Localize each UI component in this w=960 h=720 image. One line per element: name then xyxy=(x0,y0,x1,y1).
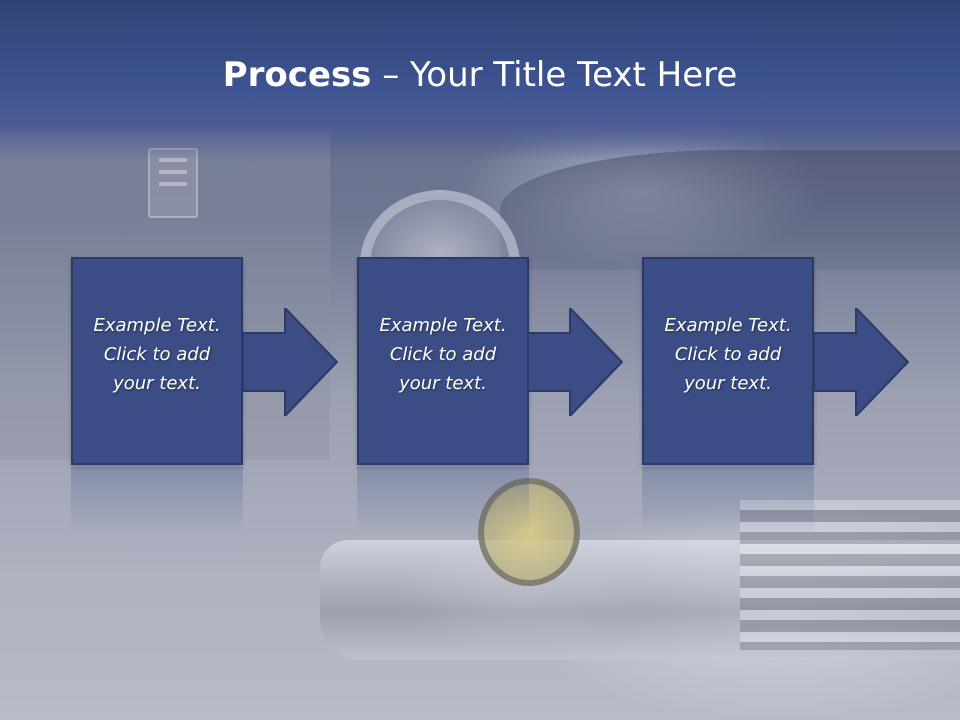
process-step-2[interactable]: Example Text. Click to add your text. xyxy=(357,257,529,465)
process-step-1[interactable]: Example Text. Click to add your text. xyxy=(71,257,243,465)
car-fender xyxy=(500,150,960,270)
step-reflection xyxy=(642,467,814,537)
title-rest: – Your Title Text Here xyxy=(371,55,738,95)
car-grille xyxy=(740,500,960,650)
step-text[interactable]: Example Text. Click to add your text. xyxy=(379,315,507,394)
slide-title[interactable]: Process – Your Title Text Here xyxy=(0,52,960,98)
right-arrow-icon xyxy=(243,308,339,416)
car-bumper xyxy=(320,540,960,660)
process-step-3[interactable]: Example Text. Click to add your text. xyxy=(642,257,814,465)
step-text[interactable]: Example Text. Click to add your text. xyxy=(93,315,221,394)
right-arrow-icon xyxy=(814,308,910,416)
step-text[interactable]: Example Text. Click to add your text. xyxy=(664,315,792,394)
car-fog-light xyxy=(478,478,580,586)
title-bold: Process xyxy=(222,55,372,95)
right-arrow-icon xyxy=(528,308,624,416)
step-reflection xyxy=(357,467,529,537)
step-reflection xyxy=(71,467,243,537)
title-bar xyxy=(0,0,960,160)
